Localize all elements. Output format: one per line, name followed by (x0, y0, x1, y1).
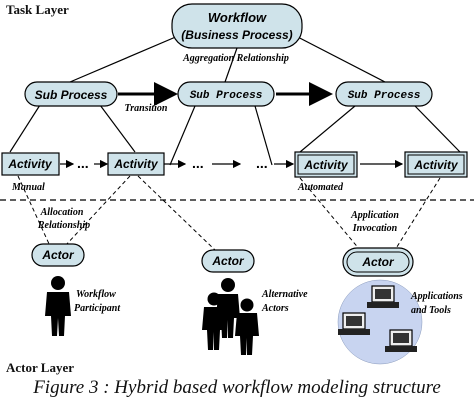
computer-icon-1 (367, 285, 399, 308)
workflow-node: Workflow (Business Process) (171, 3, 303, 49)
actor-node-3: Actor (342, 247, 414, 277)
subprocess-label-3: Sub Process (348, 90, 421, 102)
actor-label-2: Actor (211, 254, 245, 268)
ellipsis-3: ... (256, 155, 268, 171)
automated-label: Automated (297, 182, 344, 193)
activity-node-3: Activity (294, 151, 358, 178)
actor-label-1: Actor (41, 248, 75, 262)
activity-node-2: Activity (107, 152, 165, 176)
aggregation-label: Aggregation Relationship (182, 53, 289, 64)
activity-label-2: Activity (113, 157, 159, 171)
computer-icon-2 (338, 312, 370, 335)
activity-node-4: Activity (404, 151, 468, 178)
activity-label-1: Activity (7, 157, 53, 171)
figure-caption: Figure 3 : Hybrid based workflow modelin… (32, 377, 441, 398)
subprocess-node-2: Sub Process (177, 81, 275, 107)
activity-label-3: Activity (303, 158, 349, 172)
applications-label-2: and Tools (411, 305, 451, 316)
invocation-label-2: Invocation (352, 223, 398, 234)
invocation-label-1: Application (350, 210, 399, 221)
alternative-label-1: Alternative (261, 289, 308, 300)
applications-label-1: Applications (410, 291, 463, 302)
person-icon (45, 276, 71, 336)
task-layer-label: Task Layer (6, 2, 69, 17)
subprocess-node-1: Sub Process (24, 81, 118, 107)
aggregation-lines (69, 32, 386, 83)
manual-label: Manual (11, 182, 45, 193)
allocation-lines (17, 175, 441, 251)
actor-layer-label: Actor Layer (6, 360, 74, 375)
subprocess-label-1: Sub Process (35, 88, 108, 102)
actor-node-1: Actor (31, 243, 85, 267)
subprocess-activity-lines (9, 104, 461, 166)
group-people-icon (202, 278, 259, 355)
ellipsis-1: ... (77, 155, 89, 171)
workflow-subtitle: (Business Process) (181, 28, 292, 42)
actor-node-2: Actor (201, 249, 255, 273)
actor-label-3: Actor (361, 255, 395, 269)
transition-label: Transition (125, 103, 168, 114)
participant-label-1: Workflow (76, 289, 116, 300)
allocation-label-2: Relationship (37, 220, 90, 231)
alternative-label-2: Actors (261, 303, 289, 314)
computer-icon-3 (385, 329, 417, 352)
activity-label-4: Activity (413, 158, 459, 172)
subprocess-node-3: Sub Process (335, 81, 433, 107)
activity-node-1: Activity (1, 152, 60, 176)
participant-label-2: Participant (74, 303, 121, 314)
workflow-title: Workflow (208, 10, 267, 25)
allocation-label-1: Allocation (40, 207, 84, 218)
ellipsis-2: ... (192, 155, 204, 171)
subprocess-label-2: Sub Process (190, 90, 263, 102)
